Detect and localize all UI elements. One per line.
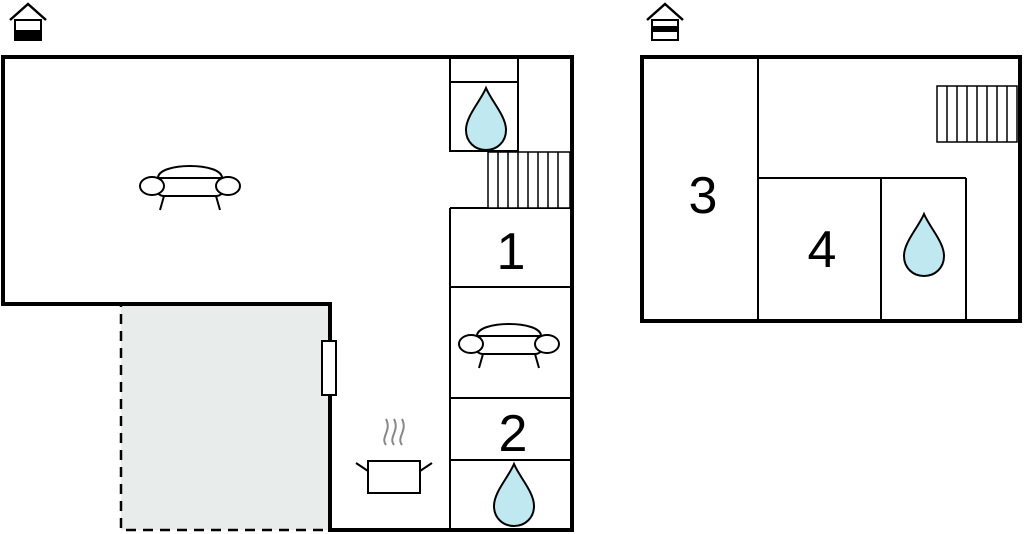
ground-floor-outline (1, 55, 574, 532)
room-label-1: 1 (497, 223, 526, 281)
stairs-icon (487, 151, 571, 209)
sofa-icon (139, 165, 241, 211)
cooking-pot-icon (355, 418, 433, 494)
room-label-4: 4 (808, 221, 837, 279)
house-level-upper-icon (646, 2, 684, 41)
house-level-ground-icon (9, 2, 47, 41)
water-drop-icon (903, 213, 945, 277)
room-label-2: 2 (499, 405, 528, 463)
floor-ground: 1 2 (1, 2, 574, 532)
room-label-3: 3 (689, 167, 718, 225)
water-drop-icon (493, 463, 535, 527)
floor-upper: 3 4 (640, 2, 1022, 323)
window-icon (321, 340, 337, 396)
water-drop-icon (465, 87, 507, 151)
upper-floor-outline (640, 55, 1022, 323)
stairs-icon (936, 85, 1018, 143)
terrace-area (119, 302, 332, 532)
sofa-icon (458, 323, 560, 369)
